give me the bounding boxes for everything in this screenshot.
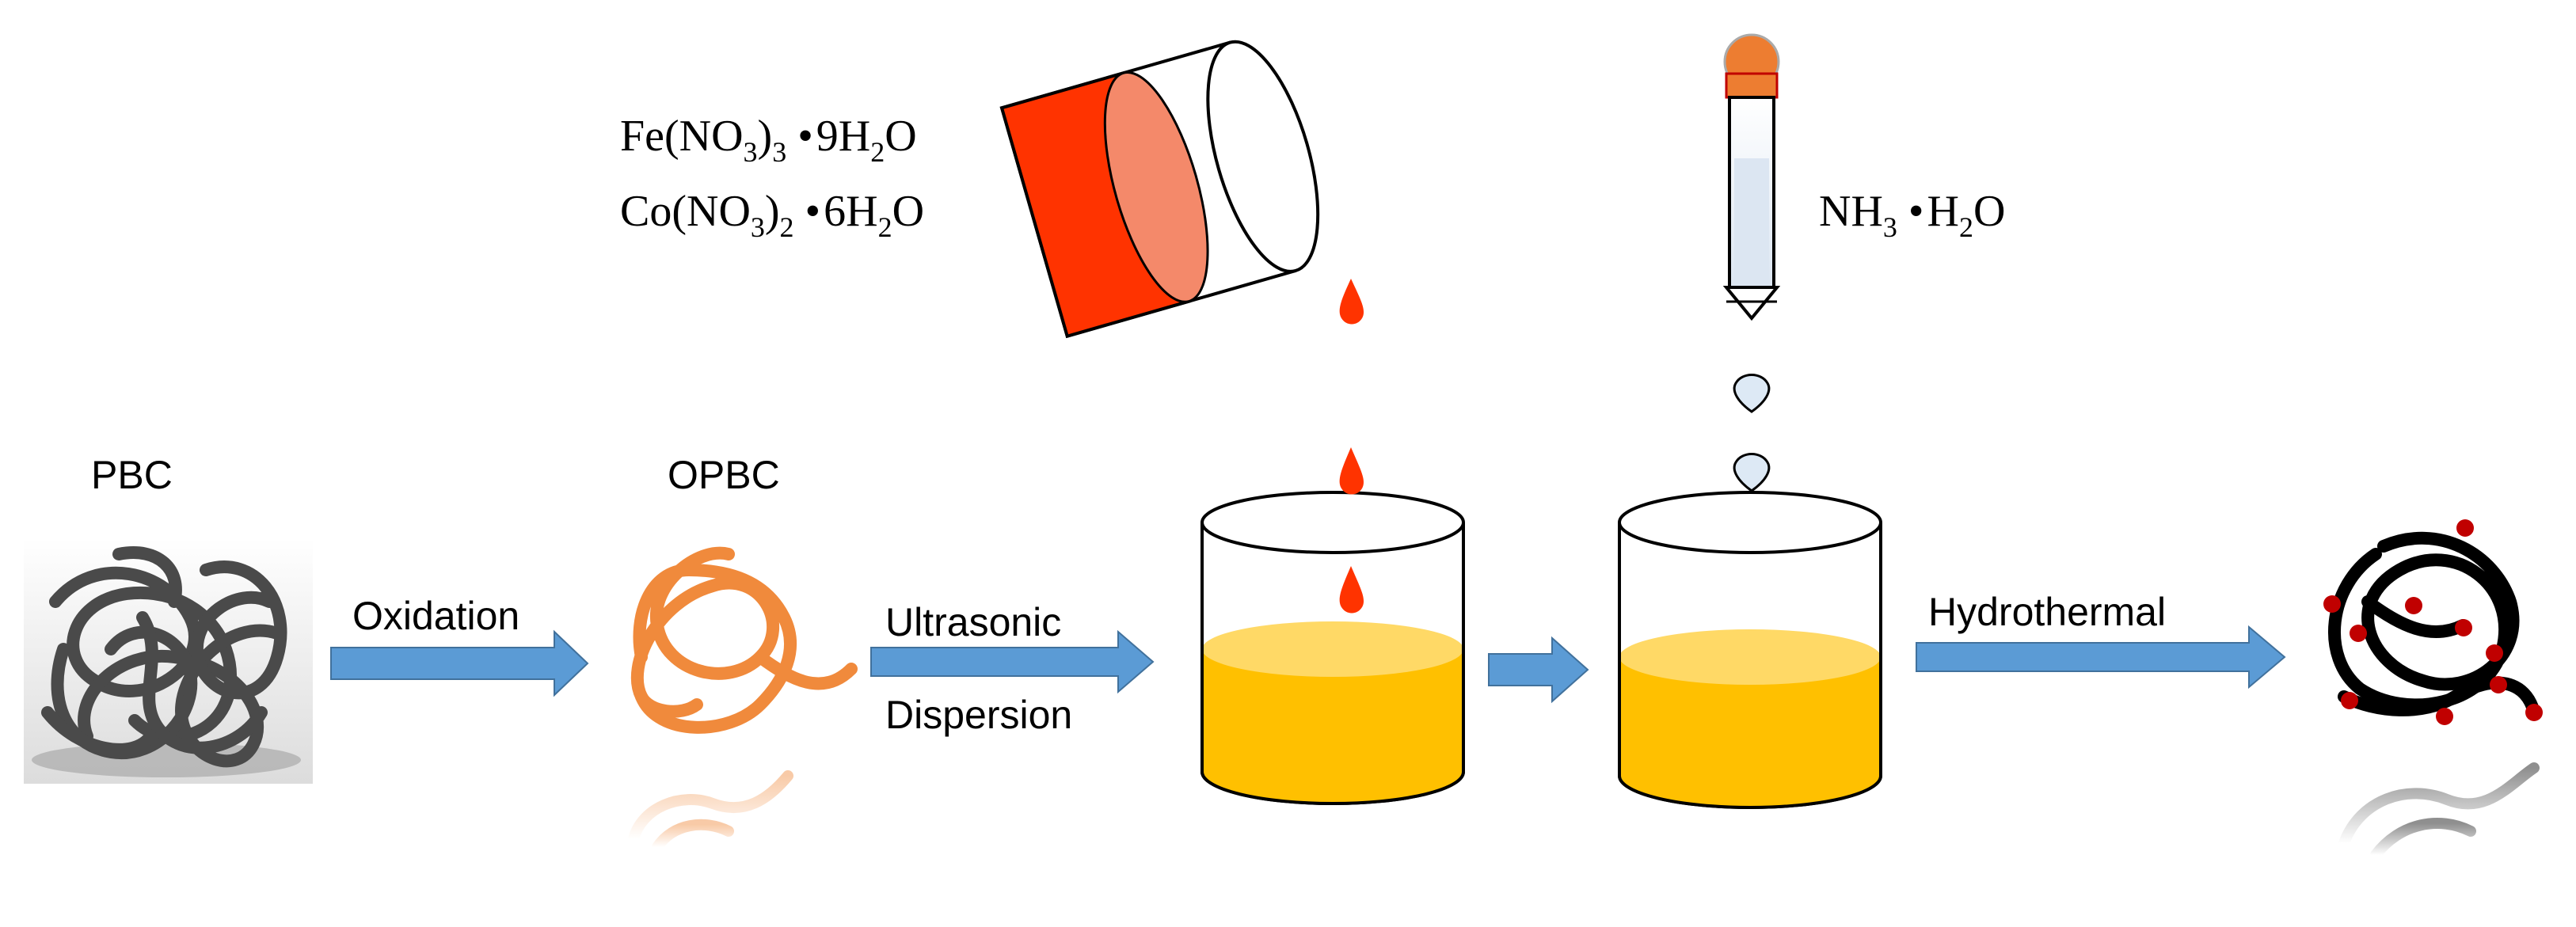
opbc-reflection — [628, 770, 793, 853]
oxidation-arrow — [330, 629, 589, 697]
opbc-label: OPBC — [668, 453, 780, 497]
pbc-shadow — [32, 743, 301, 777]
ultrasonic-arrow — [870, 629, 1155, 694]
transfer-arrow — [1488, 636, 1589, 704]
fe-nitrate-formula: Fe(NO3)3•9H2O — [620, 112, 917, 168]
ammonia-formula: NH3•H2O — [1819, 187, 2005, 243]
nanoparticles — [2323, 519, 2543, 725]
pipette-liquid — [1734, 158, 1769, 285]
pipette-cap — [1725, 72, 1779, 99]
pbc-structure: PBC — [24, 453, 313, 784]
opbc-fiber — [630, 546, 858, 734]
pbc-label: PBC — [91, 453, 173, 497]
composite-reflection — [2338, 762, 2540, 861]
ultrasonic-label: Ultrasonic — [885, 600, 1061, 644]
beaker-rim — [1200, 491, 1465, 554]
pipette — [1722, 33, 1781, 321]
oxidation-label: Oxidation — [352, 594, 519, 638]
yellow-solution-2 — [1619, 657, 1881, 807]
solution-surface — [1103, 70, 1209, 303]
precipitation-beaker — [1618, 491, 1882, 809]
hydrothermal-arrow — [1916, 625, 2286, 690]
ammonia-drops — [1733, 374, 1771, 492]
composite-fiber — [2327, 531, 2540, 719]
co-nitrate-formula: Co(NO3)2•6H2O — [620, 187, 924, 243]
hydrothermal-label: Hydrothermal — [1928, 590, 2166, 634]
opbc-structure: OPBC — [628, 453, 858, 853]
yellow-solution — [1202, 649, 1463, 804]
yellow-solution-surface — [1202, 621, 1463, 677]
red-drop-top — [1339, 447, 1364, 495]
final-composite — [2323, 519, 2543, 861]
pbc-fibers — [41, 546, 287, 768]
yellow-solution-surface-2 — [1619, 629, 1881, 685]
falling-red-drop — [1339, 279, 1364, 325]
beaker-mouth — [1206, 40, 1320, 273]
mixing-beaker — [1200, 447, 1465, 805]
metal-nitrate-formulas: Fe(NO3)3•9H2O Co(NO3)2•6H2O — [620, 112, 924, 243]
pouring-beaker — [999, 40, 1320, 339]
red-drop-inside — [1339, 566, 1364, 614]
beaker-rim-2 — [1618, 491, 1882, 554]
dispersion-label: Dispersion — [885, 693, 1072, 737]
